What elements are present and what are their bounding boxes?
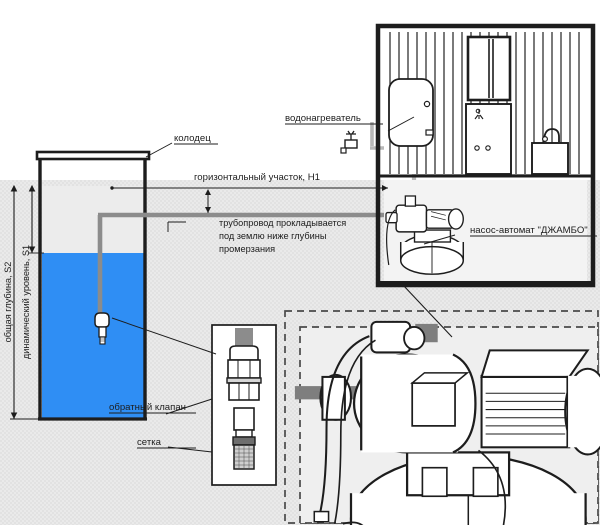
detail-terminal-box xyxy=(480,349,590,378)
label-well: колодец xyxy=(174,133,211,144)
dimension-lines xyxy=(10,184,388,420)
pump-detail-illustration xyxy=(294,320,600,525)
well-water xyxy=(42,253,144,419)
detail-pipe-stub xyxy=(235,328,253,350)
leader-well xyxy=(145,142,173,158)
detail-motor xyxy=(480,374,571,449)
leader-check-valve-from-well xyxy=(111,317,217,355)
house-group xyxy=(340,23,596,288)
leader-water-heater xyxy=(387,116,415,132)
label-dynamic-level: динамический уровень, S1 xyxy=(21,245,31,359)
label-check-valve: обратный клапан xyxy=(109,402,186,413)
label-buried-pipe-line1: трубопровод прокладывается xyxy=(219,218,346,228)
label-pump-unit: насос-автомат "ДЖАМБО" xyxy=(470,225,588,236)
detail-hose-fitting xyxy=(313,510,330,523)
leader-pump-unit xyxy=(423,234,456,245)
pump-icon xyxy=(385,195,465,275)
callout-leader-line xyxy=(402,284,453,338)
label-buried-pipe-line3: промерзания xyxy=(219,244,275,254)
faucet-icon xyxy=(340,130,358,154)
label-underlines xyxy=(109,123,597,449)
leader-check-valve xyxy=(165,398,213,415)
label-buried-pipe-line2: под землю ниже глубины xyxy=(219,231,326,241)
well-shaft-air xyxy=(42,186,144,253)
label-water-heater: водонагреватель xyxy=(285,113,361,124)
water-heater-icon xyxy=(388,78,434,147)
strainer-mesh-icon xyxy=(99,336,106,345)
sink-icon xyxy=(531,128,569,175)
detail-bypass-hose xyxy=(317,335,370,520)
shower-icon xyxy=(465,103,512,175)
window-icon xyxy=(466,35,512,102)
check-valve-detail-box xyxy=(211,324,277,486)
check-valve-icon xyxy=(94,312,110,345)
callout-outer-dashed xyxy=(284,310,599,524)
well-group xyxy=(35,150,151,421)
label-horizontal-run: горизонтальный участок, H1 xyxy=(194,172,320,183)
well-cover xyxy=(35,150,151,161)
label-strainer: сетка xyxy=(137,437,162,448)
label-total-depth: общая глубина, S2 xyxy=(3,262,13,343)
pump-detail-callout xyxy=(284,284,600,525)
leader-lines xyxy=(111,116,456,453)
